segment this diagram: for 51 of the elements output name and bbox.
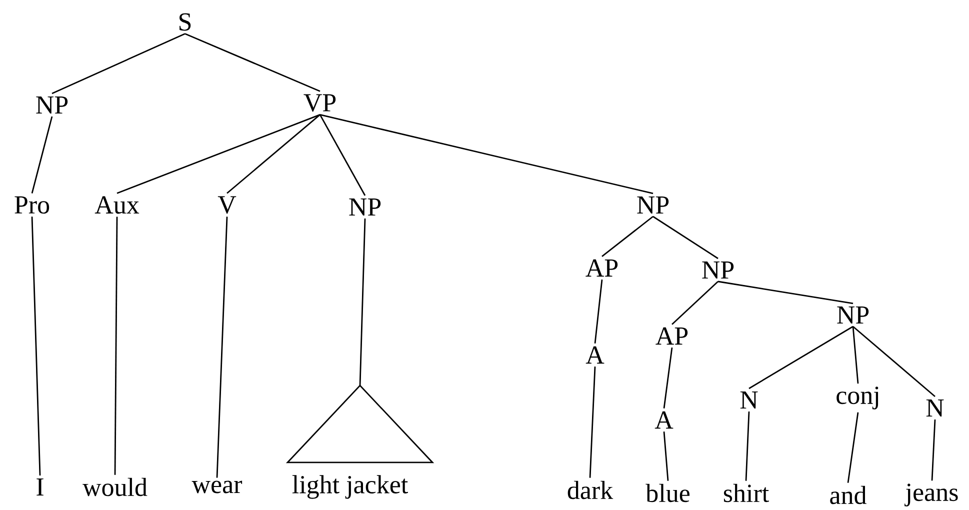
- tree-label: VP: [304, 94, 336, 112]
- tree-branch: [319, 114, 366, 196]
- tree-label: AP: [656, 327, 688, 345]
- tree-branch: [320, 114, 654, 194]
- tree-label: jeans: [904, 484, 958, 506]
- tree-label: NP: [837, 306, 869, 324]
- tree-label: AP: [586, 259, 618, 277]
- tree-branch: [745, 411, 750, 481]
- tree-branch: [931, 419, 936, 481]
- tree-branch: [847, 412, 859, 483]
- tree-branch: [216, 216, 228, 478]
- tree-branch: [748, 326, 854, 390]
- tree-branch: [652, 216, 718, 260]
- tree-label: and: [830, 486, 866, 504]
- tree-label: NP: [702, 261, 734, 278]
- tree-branch: [52, 33, 186, 94]
- tree-label: NP: [637, 196, 669, 214]
- tree-branch: [31, 116, 53, 194]
- tree-branch: [663, 432, 669, 481]
- tree-label: Aux: [94, 196, 140, 214]
- tree-label: conj: [836, 386, 878, 410]
- tree-label: I: [36, 478, 44, 496]
- tree-label: wear: [192, 480, 242, 494]
- tree-branch: [594, 280, 603, 344]
- tree-label: would: [82, 478, 148, 496]
- tree-branch: [602, 216, 654, 257]
- tree-branch: [718, 280, 854, 304]
- tree-branch: [31, 216, 41, 476]
- tree-branch: [116, 114, 320, 194]
- tree-branch: [184, 33, 320, 92]
- tree-label: V: [218, 196, 236, 214]
- tree-label: light jacket: [292, 475, 408, 499]
- tree-label: dark: [568, 480, 614, 500]
- tree-branch: [852, 326, 936, 397]
- tree-label: blue: [646, 484, 690, 502]
- tree-label: NP: [349, 198, 381, 216]
- tree-branch: [852, 326, 859, 384]
- tree-label: A: [654, 411, 674, 429]
- tree-label: Pro: [14, 196, 50, 214]
- tree-label: S: [180, 13, 191, 31]
- tree-branch: [672, 280, 718, 325]
- tree-label: A: [586, 346, 604, 364]
- tree-label: NP: [36, 96, 68, 114]
- tree-branch: [663, 347, 673, 408]
- tree-branch: [359, 218, 366, 386]
- tree-label: shirt: [724, 484, 769, 502]
- tree-branch: [226, 114, 320, 194]
- tree-label: N: [740, 391, 758, 408]
- tree-label: N: [926, 399, 944, 416]
- tree-branch: [589, 366, 596, 478]
- tree-branch: [114, 216, 118, 475]
